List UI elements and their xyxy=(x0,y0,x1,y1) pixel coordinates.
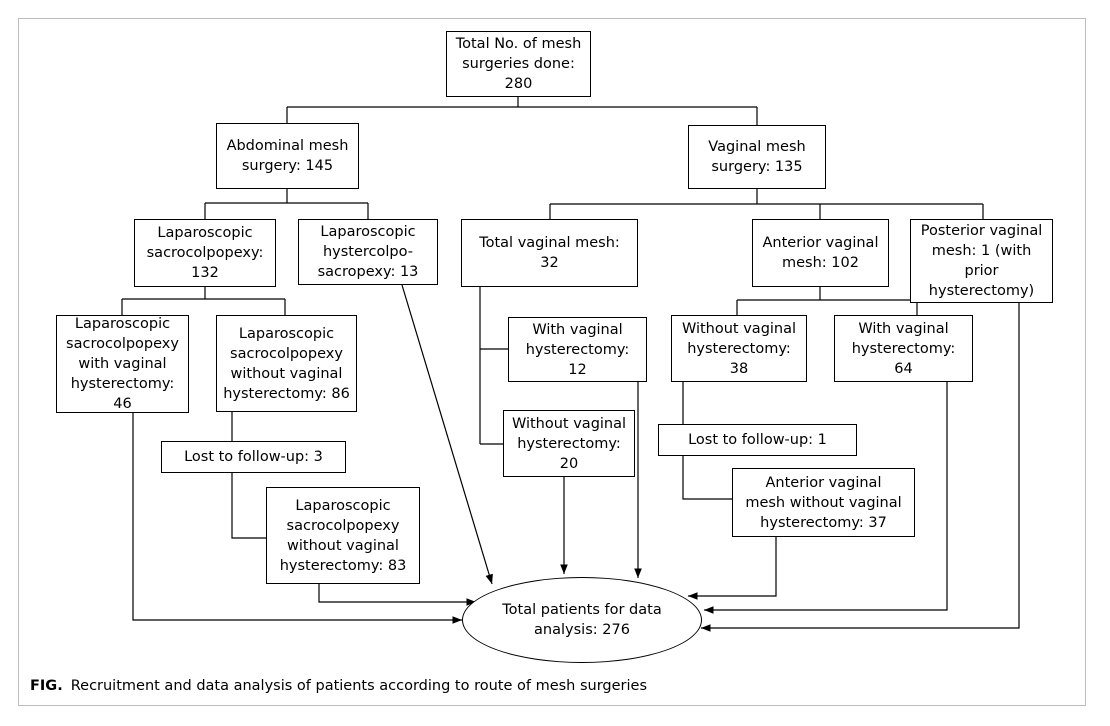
arrow-lap-hyster xyxy=(401,284,493,585)
node-lost-ant-label: Lost to follow-up: 1 xyxy=(688,432,827,448)
node-lost-lap-label: Lost to follow-up: 3 xyxy=(184,449,323,465)
node-vaginal-label: Vaginal mesh surgery: 135 xyxy=(708,139,806,175)
node-lap-without-vaginal-hysterectomy: Laparoscopic sacrocolpopexy without vagi… xyxy=(216,315,357,412)
node-posterior-vaginal-mesh: Posterior vaginal mesh: 1 (with prior hy… xyxy=(910,219,1053,303)
arrow-ant-with-vh xyxy=(704,382,948,614)
node-tv-with-vaginal-hysterectomy: With vaginal hysterectomy: 12 xyxy=(508,317,647,382)
node-tv-with-vh-label: With vaginal hysterectomy: 12 xyxy=(525,321,630,378)
node-anterior-label: Anterior vaginal mesh: 102 xyxy=(762,235,879,271)
node-anterior-without-vaginal-hysterectomy: Without vaginal hysterectomy: 38 xyxy=(671,315,807,382)
connector-total-split xyxy=(286,97,758,125)
node-analysis-label: Total patients for data analysis: 276 xyxy=(502,602,662,638)
node-total-mesh-surgeries: Total No. of mesh surgeries done: 280 xyxy=(446,31,591,97)
caption-label: FIG. xyxy=(30,678,63,694)
node-lap-sacrocolpopexy: Laparoscopic sacrocolpopexy: 132 xyxy=(134,219,276,287)
node-lap-with-vh-label: Laparoscopic sacrocolpopexy with vaginal… xyxy=(66,316,179,412)
connector-anterior-split xyxy=(736,287,918,315)
node-anterior-vaginal-mesh: Anterior vaginal mesh: 102 xyxy=(752,219,889,287)
node-lost-follow-up-lap: Lost to follow-up: 3 xyxy=(161,441,346,473)
caption-text: Recruitment and data analysis of patient… xyxy=(70,678,648,694)
node-vaginal-mesh: Vaginal mesh surgery: 135 xyxy=(688,125,826,189)
node-posterior-label: Posterior vaginal mesh: 1 (with prior hy… xyxy=(920,223,1043,299)
node-abdominal-mesh: Abdominal mesh surgery: 145 xyxy=(216,123,359,189)
arrow-lap-final xyxy=(318,584,476,606)
node-lap-hystercolposacropexy: Laparoscopic hystercolpo- sacropexy: 13 xyxy=(298,219,438,285)
node-lap-without-vh-label: Laparoscopic sacrocolpopexy without vagi… xyxy=(223,325,350,402)
node-anterior-final: Anterior vaginal mesh without vaginal hy… xyxy=(732,468,915,537)
node-tv-without-vh-label: Without vaginal hysterectomy: 20 xyxy=(511,415,627,472)
arrow-lap-with-vh xyxy=(132,413,462,624)
figure-frame xyxy=(18,18,1086,706)
figure-caption: FIG. Recruitment and data analysis of pat… xyxy=(30,678,647,694)
node-lap-sacro-label: Laparoscopic sacrocolpopexy: 132 xyxy=(146,225,264,281)
node-lap-without-vh-final: Laparoscopic sacrocolpopexy without vagi… xyxy=(266,487,420,584)
node-tv-without-vaginal-hysterectomy: Without vaginal hysterectomy: 20 xyxy=(503,410,635,477)
connector-lap-lost xyxy=(231,412,266,539)
node-ant-without-vh-label: Without vaginal hysterectomy: 38 xyxy=(681,320,797,377)
connector-lap-split xyxy=(121,287,286,315)
connector-abdominal-split xyxy=(204,189,369,219)
node-ant-final-label: Anterior vaginal mesh without vaginal hy… xyxy=(745,474,902,531)
node-lap-hyster-label: Laparoscopic hystercolpo- sacropexy: 13 xyxy=(317,224,419,280)
arrow-ant-final xyxy=(688,537,777,600)
connector-total-vaginal xyxy=(479,287,508,445)
node-anterior-with-vaginal-hysterectomy: With vaginal hysterectomy: 64 xyxy=(834,315,973,382)
arrow-posterior xyxy=(701,303,1020,632)
node-total-label: Total No. of mesh surgeries done: 280 xyxy=(455,36,582,92)
node-lost-follow-up-anterior: Lost to follow-up: 1 xyxy=(658,424,857,456)
connector-vaginal-split xyxy=(549,189,984,219)
node-ant-with-vh-label: With vaginal hysterectomy: 64 xyxy=(851,320,956,377)
node-lap-with-vaginal-hysterectomy: Laparoscopic sacrocolpopexy with vaginal… xyxy=(56,315,189,413)
node-total-vaginal-label: Total vaginal mesh: 32 xyxy=(479,235,620,271)
connector-anterior-lost xyxy=(682,382,732,500)
node-lap-final-label: Laparoscopic sacrocolpopexy without vagi… xyxy=(279,497,407,574)
node-total-patients-analysis: Total patients for data analysis: 276 xyxy=(462,577,702,663)
node-total-vaginal-mesh: Total vaginal mesh: 32 xyxy=(461,219,638,287)
node-abdominal-label: Abdominal mesh surgery: 145 xyxy=(226,138,349,174)
